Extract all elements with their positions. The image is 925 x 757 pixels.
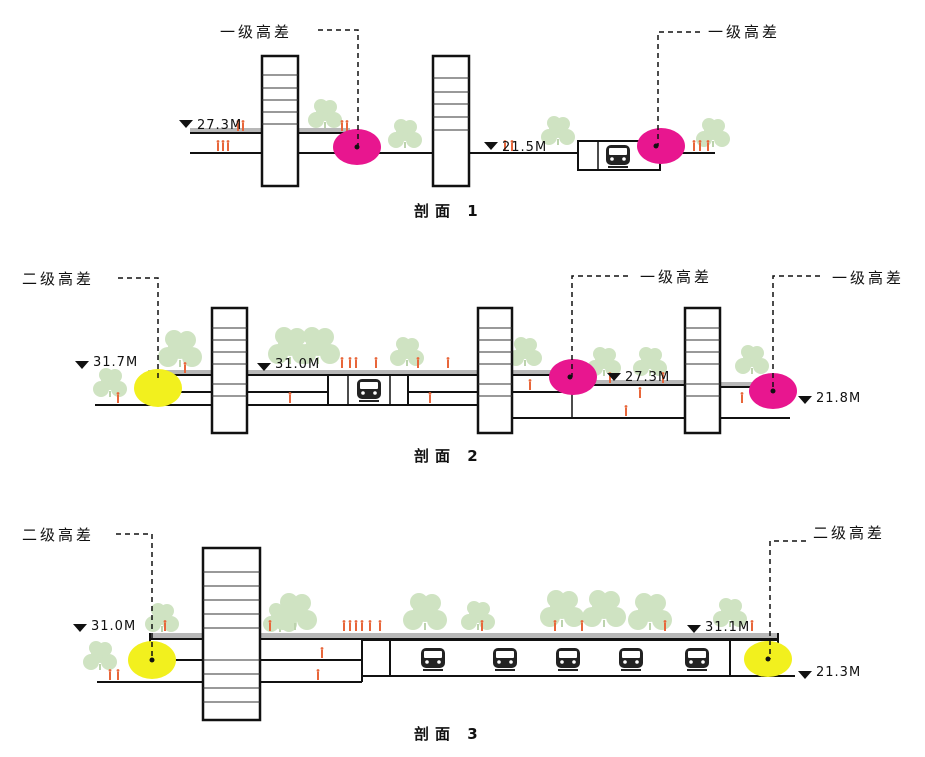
- train-icon: [357, 379, 381, 402]
- elevation-label: 21.3M: [816, 665, 861, 680]
- deck: [150, 633, 778, 639]
- level-one-marker: [637, 128, 685, 164]
- level-one-marker: [549, 359, 597, 395]
- tower: [476, 306, 514, 435]
- elevation-label: 21.8M: [816, 391, 861, 406]
- callout-label: 二级高差: [22, 526, 94, 544]
- tower: [431, 54, 471, 188]
- section-caption: 剖面 3: [414, 725, 484, 743]
- level-two-marker: [134, 369, 182, 407]
- section-1: 一级高差 一级高差 27.3M 21.5M 剖面 1: [179, 23, 780, 220]
- callout-label: 一级高差: [640, 268, 712, 286]
- elevation-label: 27.3M: [625, 370, 670, 385]
- callout-label: 一级高差: [708, 23, 780, 41]
- tower: [683, 306, 722, 435]
- train-icon: [606, 145, 630, 168]
- section-2: 二级高差 一级高差 一级高差 31.7M 31.0M 27.3M 21.8M 剖…: [22, 268, 904, 465]
- section-caption: 剖面 1: [414, 202, 484, 220]
- train-icon: [619, 648, 643, 671]
- elevation-label: 31.1M: [705, 620, 750, 635]
- train-icon: [685, 648, 709, 671]
- callout-label: 二级高差: [22, 270, 94, 288]
- elevation-label: 21.5M: [502, 140, 547, 155]
- tower: [201, 546, 262, 722]
- elevation-label: 31.0M: [275, 357, 320, 372]
- callout-label: 一级高差: [220, 23, 292, 41]
- trees: [93, 327, 769, 397]
- elevation-label: 31.7M: [93, 355, 138, 370]
- callout-label: 一级高差: [832, 269, 904, 287]
- tower: [210, 306, 249, 435]
- elevation-label: 31.0M: [91, 619, 136, 634]
- deck: [148, 370, 478, 375]
- section-3: 二级高差 二级高差 31.0M 31.1M 21.3M 剖面 3: [22, 524, 885, 743]
- train-icon: [493, 648, 517, 671]
- tower: [260, 54, 300, 188]
- train-icon: [421, 648, 445, 671]
- callout-label: 二级高差: [813, 524, 885, 542]
- section-caption: 剖面 2: [414, 447, 484, 465]
- elevation-label: 27.3M: [197, 118, 242, 133]
- train-icon: [556, 648, 580, 671]
